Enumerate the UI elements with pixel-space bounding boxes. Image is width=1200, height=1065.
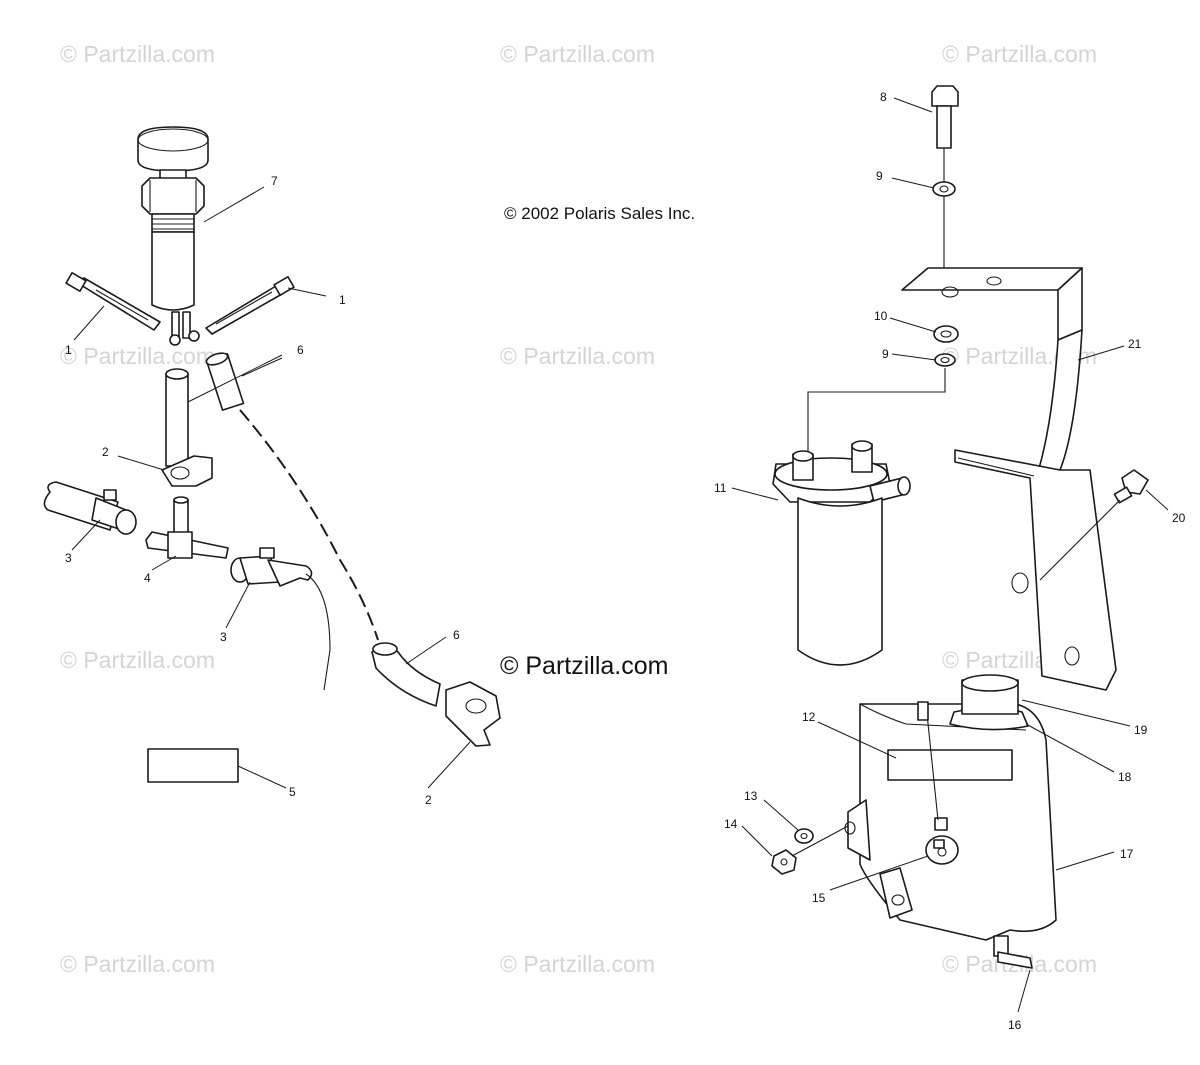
fuel-line (239, 409, 379, 641)
decal-label (147, 748, 239, 783)
mounting-bracket (901, 267, 1117, 691)
callout-5: 5 (289, 785, 296, 799)
spacer (933, 325, 959, 343)
hose-clamp-lower (445, 681, 501, 747)
callout-11: 11 (714, 481, 727, 495)
callout-20: 20 (1172, 511, 1186, 525)
watermark: © Partzilla.com (500, 41, 655, 67)
washer-upper (932, 181, 956, 197)
left-leaders (71, 186, 471, 789)
callout-6: 6 (453, 628, 460, 642)
watermark: © Partzilla.com (60, 343, 215, 369)
callout-3: 3 (65, 551, 72, 565)
callout-3: 3 (220, 630, 227, 644)
watermark: © Partzilla.com (60, 951, 215, 977)
callout-4: 4 (144, 571, 151, 585)
watermark: © Partzilla.com (500, 951, 655, 977)
callout-2: 2 (102, 445, 109, 459)
reservoir-cap (917, 701, 959, 865)
callout-12: 12 (802, 710, 816, 724)
callout-17: 17 (1120, 847, 1134, 861)
hose-curved (371, 642, 441, 707)
hose-straight (165, 368, 189, 467)
callout-1: 1 (65, 343, 72, 357)
copyright-text: © 2002 Polaris Sales Inc. (504, 204, 695, 223)
callout-18: 18 (1118, 770, 1132, 784)
callout-9: 9 (882, 347, 889, 361)
watermark: © Partzilla.com (60, 41, 215, 67)
hose-clamp-right (230, 547, 331, 691)
washer-lower (934, 353, 956, 367)
hose-angled (205, 352, 245, 411)
cable-tie-left (65, 272, 161, 331)
fuel-filter (772, 440, 911, 666)
watermark: © Partzilla.com (500, 343, 655, 369)
callout-6: 6 (297, 343, 304, 357)
nut-washer (771, 825, 849, 875)
oil-reservoir (844, 674, 1057, 969)
callout-7: 7 (271, 174, 278, 188)
bracket-bolt (1039, 469, 1149, 581)
callout-2: 2 (425, 793, 432, 807)
watermark: © Partzilla.com (60, 647, 215, 673)
brand-mark: © Partzilla.com (500, 652, 668, 680)
right-leaders (731, 97, 1169, 1013)
primer-pump (137, 126, 209, 346)
watermark: © Partzilla.com (942, 41, 1097, 67)
right-callouts: 8 9 10 9 21 11 20 19 12 18 13 14 17 15 1… (714, 90, 1186, 1032)
callout-13: 13 (744, 789, 758, 803)
callout-19: 19 (1134, 723, 1148, 737)
callout-15: 15 (812, 891, 826, 905)
callout-10: 10 (874, 309, 888, 323)
cable-tie-right (205, 276, 295, 335)
callout-14: 14 (724, 817, 738, 831)
callout-1: 1 (339, 293, 346, 307)
hose-clamp-upper (161, 455, 213, 487)
callout-8: 8 (880, 90, 887, 104)
callout-9: 9 (876, 169, 883, 183)
callout-21: 21 (1128, 337, 1142, 351)
callout-16: 16 (1008, 1018, 1022, 1032)
mount-axis-line (807, 368, 946, 458)
left-callouts: 7 1 1 6 2 3 4 3 6 5 2 (65, 174, 460, 807)
tee-fitting (145, 496, 229, 559)
bolt (931, 85, 959, 282)
hose-clamp-left (43, 481, 137, 535)
